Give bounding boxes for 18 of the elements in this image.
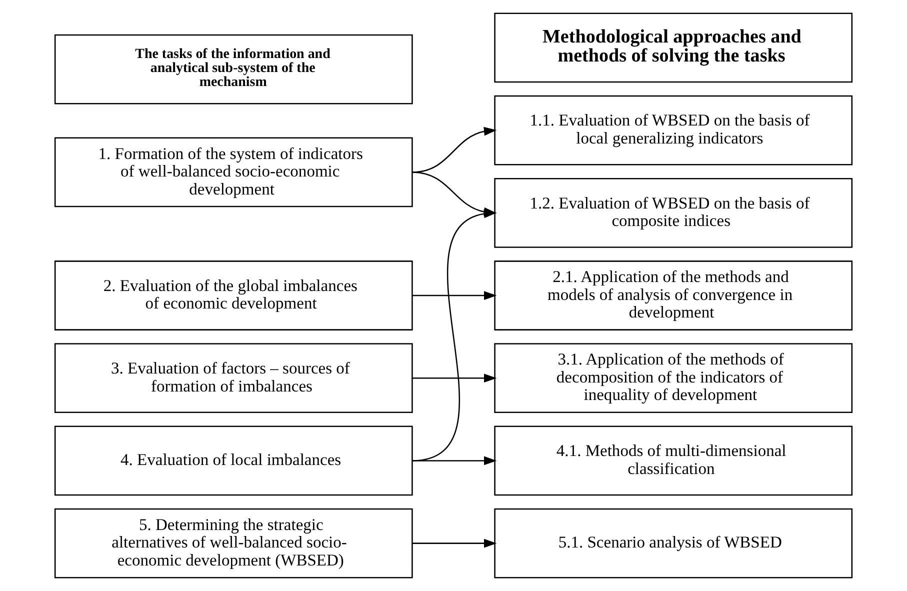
node-box: 2. Evaluation of the global imbalances of economic development bbox=[54, 260, 413, 330]
node-box: 5. Determining the strategic alternatives of well-balanced socio-economic development (WBSED) bbox=[54, 508, 413, 578]
node-box: 1.1. Evaluation of WBSED on the basis of local generalizing indicators bbox=[494, 95, 853, 166]
arrow bbox=[412, 456, 497, 466]
node-box: 4. Evaluation of local imbalances bbox=[54, 426, 413, 496]
node-box: 1.2. Evaluation of WBSED on the basis of composite indices bbox=[494, 178, 853, 248]
node-box: The tasks of the information and analytical sub-system of the mechanism bbox=[54, 34, 413, 104]
arrow bbox=[412, 291, 497, 300]
arrow bbox=[412, 538, 497, 548]
node-box: 3.1. Application of the methods of decomposition of the indicators of inequality of development bbox=[494, 343, 853, 414]
arrow bbox=[412, 374, 497, 383]
node-box: 4.1. Methods of multi-dimensional classification bbox=[494, 426, 853, 496]
node-box: Methodological approaches and methods of solving the tasks bbox=[494, 12, 853, 83]
arrow bbox=[412, 209, 497, 462]
node-box: 3. Evaluation of factors – sources of formation of imbalances bbox=[54, 343, 413, 414]
node-box: 1. Formation of the system of indicators of well-balanced socio-economic development bbox=[54, 137, 413, 208]
node-box: 2.1. Application of the methods and models of analysis of convergence in development bbox=[494, 260, 853, 330]
node-box: 5.1. Scenario analysis of WBSED bbox=[494, 508, 853, 578]
